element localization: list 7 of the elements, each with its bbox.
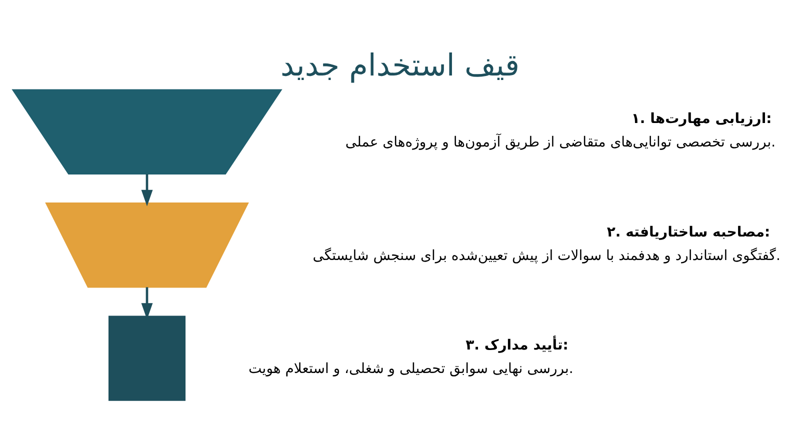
node-label: بررسی تخصصی توانایی‌های متقاضی از طریق آزمون‌ها و پروژه‌های عملی. <box>345 134 776 151</box>
node-label: گفتگوی استاندارد و هدفمند با سوالات از پیش تعیین‌شده برای سنجش شایستگی. <box>312 248 780 264</box>
diagram-title: قیف استخدام جدید <box>280 48 520 84</box>
node-label: ۳. تأیید مدارک: <box>466 338 568 354</box>
node-label: ۲. مصاحبه ساختاریافته: <box>606 224 770 240</box>
node-label: بررسی نهایی سوابق تحصیلی و شغلی، و استعلام هویت. <box>248 361 574 378</box>
node-label: ۱. ارزیابی مهارت‌ها: <box>631 111 772 128</box>
